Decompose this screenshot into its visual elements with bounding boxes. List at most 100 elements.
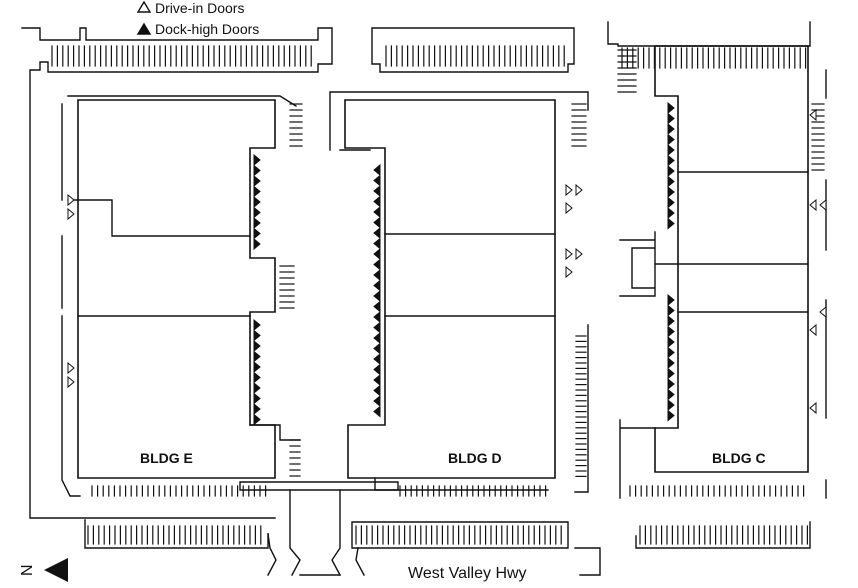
dock-high-door-icon [667,293,675,307]
dock-high-door-icon [373,342,381,355]
legend: Drive-in Doors Dock-high Doors [136,0,259,37]
dock-high-door-icon [253,392,261,405]
drive-in-door-icon [575,183,583,197]
dock-high-door-icon [373,331,381,345]
dock-high-door-icon [373,163,381,177]
dock-high-door-icon [373,352,381,366]
dock-high-door-icon [667,217,675,230]
drive-in-door-icon [67,375,75,389]
drive-in-door-legend-icon [136,0,152,13]
drive-in-door-icon [67,193,75,207]
dock-high-door-icon [373,394,381,408]
dock-high-door-icon [667,196,675,209]
dock-high-door-icon [253,381,261,395]
dock-high-door-icon [667,304,675,317]
legend-dock-high-label: Dock-high Doors [155,21,259,37]
dock-high-door-icon [373,237,381,250]
drive-in-door-icon [819,198,827,212]
dock-high-door-icon [373,373,381,387]
drive-in-door-icon [809,198,817,212]
building-c-outline [654,45,809,473]
north-arrow-icon [44,558,68,582]
dock-high-door-icon [253,350,261,363]
dock-high-door-icon [373,226,381,240]
dock-high-door-icon [373,216,381,229]
dock-high-door-icon [667,367,675,380]
dock-high-door-icon [667,388,675,401]
building-d-outline [344,99,556,479]
drive-in-door-icon [67,361,75,375]
building-e [61,95,301,497]
drive-in-door-icon [565,247,573,261]
drive-in-door-icon [565,265,573,279]
dock-high-door-icon [667,398,675,412]
dock-high-door-icon [667,164,675,178]
dock-high-door-icon [373,289,381,303]
drive-in-door-icon [575,247,583,261]
dock-high-door-icon [373,300,381,313]
dock-high-door-icon [667,206,675,220]
drive-in-door-icon [565,201,573,215]
dock-high-door-icon [373,258,381,271]
building-c-label: BLDG C [712,450,766,466]
dock-high-door-icon [667,325,675,338]
dock-high-door-icon [373,279,381,292]
dock-high-door-legend-icon [136,22,152,35]
dock-high-door-icon [667,143,675,157]
dock-high-door-icon [253,402,261,416]
dock-high-door-icon [667,154,675,167]
dock-high-door-icon [253,174,261,188]
building-d [329,91,589,493]
dock-high-door-icon [253,216,261,230]
dock-high-door-icon [667,112,675,125]
dock-high-door-icon [253,164,261,177]
dock-high-door-icon [253,329,261,342]
road-label: West Valley Hwy [408,565,527,582]
dock-high-door-icon [667,185,675,199]
drive-in-door-icon [67,207,75,221]
dock-high-door-icon [373,363,381,376]
site-outline [21,21,827,576]
dock-high-door-icon [667,133,675,146]
drive-in-door-icon [809,108,817,122]
dock-high-door-icon [667,314,675,328]
dock-high-door-icon [253,237,261,251]
dock-high-door-icon [373,195,381,208]
drive-in-door-icon [819,305,827,319]
dock-high-door-icon [667,122,675,136]
dock-high-door-icon [667,409,675,422]
drive-in-door-icon [565,183,573,197]
dock-high-door-icon [667,101,675,115]
dock-high-door-icon [253,195,261,209]
dock-high-door-icon [373,268,381,282]
dock-high-door-icon [667,335,675,349]
building-d-label: BLDG D [448,450,502,466]
dock-high-door-icon [667,356,675,370]
dock-high-door-icon [253,185,261,198]
drive-in-door-icon [809,323,817,337]
dock-high-door-icon [253,339,261,353]
building-e-label: BLDG E [140,450,193,466]
dock-high-door-icon [253,360,261,374]
drive-in-door-icon [809,401,817,415]
building-c [619,45,809,499]
dock-high-door-icon [253,206,261,219]
dock-high-door-icon [253,413,261,426]
dock-high-door-icon [373,321,381,334]
dock-high-door-icon [253,153,261,167]
legend-drive-in-label: Drive-in Doors [155,0,244,16]
building-e-outline [77,99,276,479]
dock-high-door-icon [667,377,675,391]
dock-high-door-icon [373,247,381,261]
dock-high-door-icon [373,205,381,219]
dock-high-door-icon [667,175,675,188]
dock-high-door-icon [253,227,261,240]
dock-high-door-icon [253,371,261,384]
north-label: N [19,564,36,576]
dock-high-door-icon [373,384,381,397]
dock-high-door-icon [373,174,381,187]
north-arrow: N [19,558,68,582]
dock-high-door-icon [373,310,381,324]
dock-high-door-icon [373,184,381,198]
